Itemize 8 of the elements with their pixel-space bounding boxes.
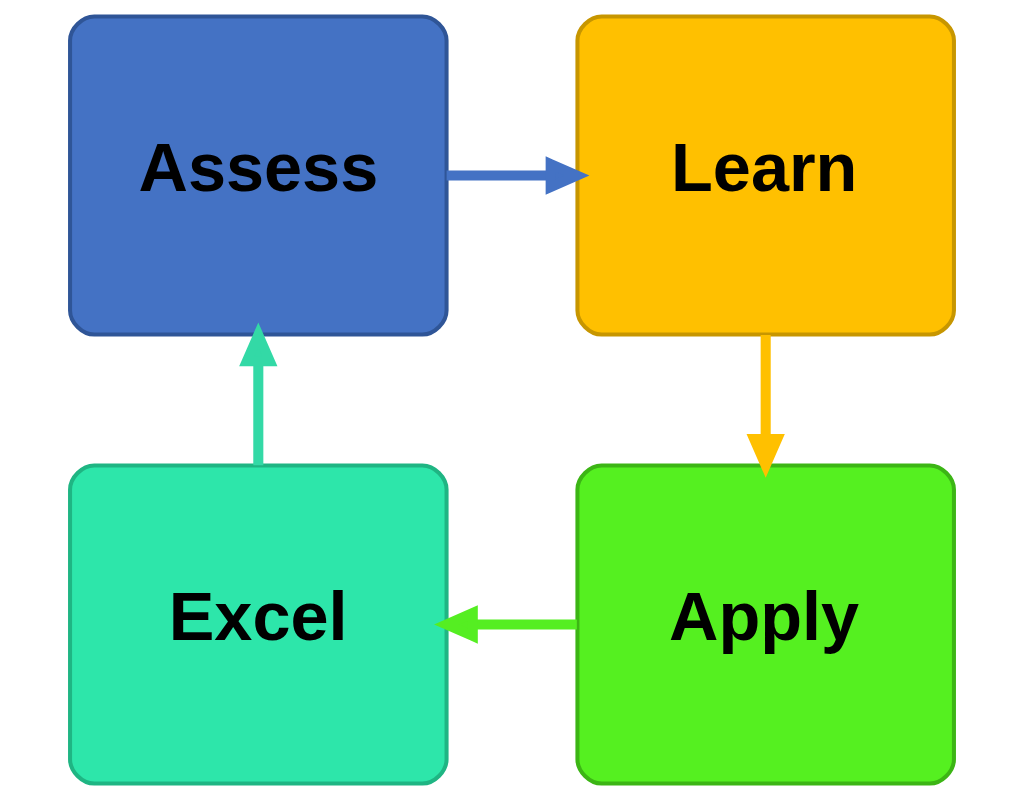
node-box: Apply	[575, 463, 956, 786]
node-box: Excel	[68, 463, 449, 786]
node-box: Assess	[68, 14, 449, 337]
arrow	[446, 156, 590, 195]
arrow	[746, 335, 785, 478]
node-box: Learn	[575, 14, 956, 337]
arrow	[239, 322, 278, 466]
arrow	[434, 605, 577, 644]
